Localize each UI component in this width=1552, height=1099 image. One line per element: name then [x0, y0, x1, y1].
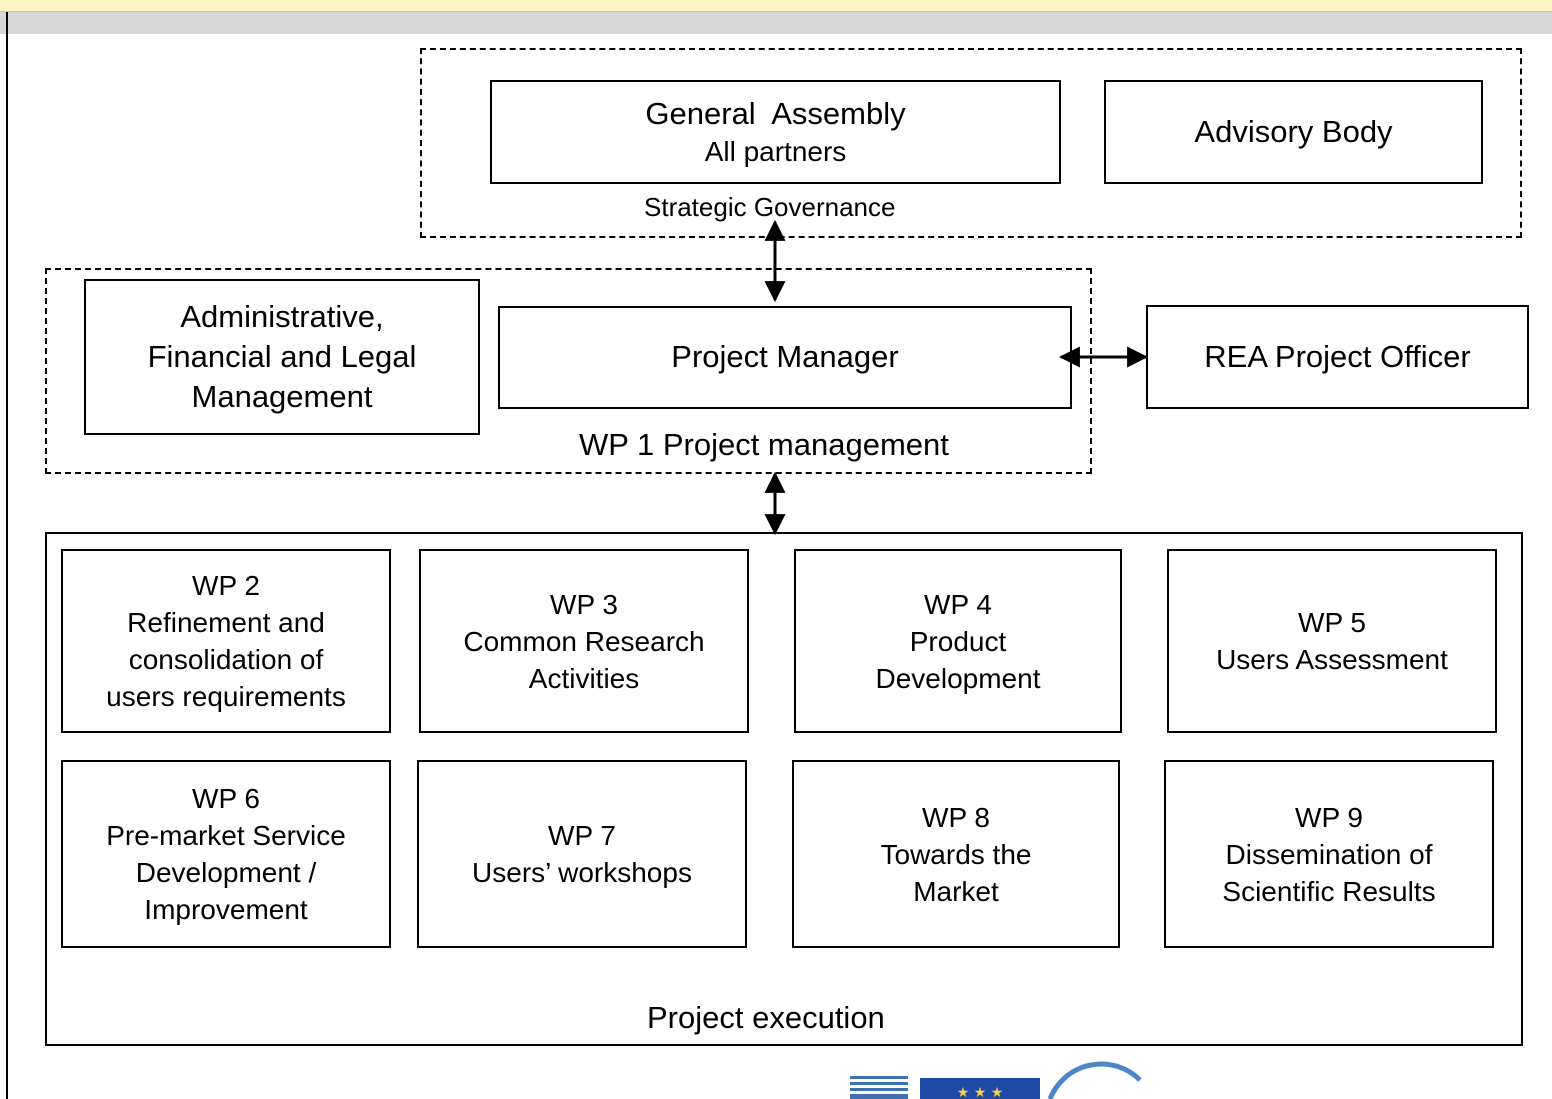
left-edge-rule [6, 12, 8, 1099]
wp2-box: WP 2 Refinement and consolidation of use… [61, 549, 391, 733]
project-management-group [45, 268, 1092, 474]
wp2-title: WP 2 [192, 570, 260, 601]
wp3-line-1: Common Research [463, 625, 705, 657]
wp6-line-1: Pre-market Service [106, 820, 346, 851]
wp3-line-2: Activities [528, 662, 640, 694]
admin-line-3: Management [191, 379, 373, 415]
rea-officer-box: REA Project Officer [1146, 305, 1529, 409]
project-manager-label: Project Manager [671, 339, 899, 375]
wp2-line-1: Refinement and [127, 607, 325, 638]
wp7-title: WP 7 [548, 820, 616, 851]
wp6-title: WP 6 [192, 783, 260, 814]
wp3-box: WP 3 Common Research Activities [419, 549, 749, 733]
wp9-box: WP 9 Dissemination of Scientific Results [1164, 760, 1494, 948]
wp7-box: WP 7 Users’ workshops [417, 760, 747, 948]
general-assembly-title: General Assembly [645, 95, 906, 131]
wp8-line-2: Market [913, 875, 999, 907]
admin-line-2: Financial and Legal [147, 338, 417, 374]
wp9-title: WP 9 [1295, 801, 1363, 833]
wp4-line-2: Development [875, 662, 1041, 694]
wp9-line-2: Scientific Results [1222, 875, 1436, 907]
admin-financial-legal-box: Administrative, Financial and Legal Mana… [84, 279, 480, 435]
strategic-governance-group [420, 48, 1522, 238]
all-partners-label: All partners [704, 135, 847, 167]
wp9-line-1: Dissemination of [1225, 838, 1433, 870]
wp4-title: WP 4 [924, 588, 992, 620]
admin-line-1: Administrative, [180, 298, 384, 334]
wp5-title: WP 5 [1298, 607, 1366, 638]
rea-officer-label: REA Project Officer [1204, 338, 1471, 374]
wp4-line-1: Product [909, 625, 1007, 657]
wp6-line-2: Development / [135, 857, 317, 888]
partner-logo-icon [850, 1076, 908, 1099]
top-gray-bar [0, 12, 1552, 34]
top-highlight-bar [0, 0, 1552, 12]
wp8-line-1: Towards the [880, 838, 1032, 870]
svg-text:★ ★ ★: ★ ★ ★ [957, 1085, 1004, 1099]
wp6-line-3: Improvement [144, 894, 308, 925]
wp2-line-3: users requirements [106, 681, 346, 712]
circle-logo-icon [1047, 1061, 1142, 1099]
project-execution-label: Project execution [647, 1000, 885, 1035]
wp8-title: WP 8 [922, 801, 990, 833]
wp6-box: WP 6 Pre-market Service Development / Im… [61, 760, 391, 948]
advisory-body-box: Advisory Body [1104, 80, 1483, 184]
project-manager-box: Project Manager [498, 306, 1072, 409]
wp7-line-1: Users’ workshops [472, 857, 692, 888]
wp1-label: WP 1 Project management [579, 427, 949, 462]
wp5-box: WP 5 Users Assessment [1167, 549, 1497, 733]
wp8-box: WP 8 Towards the Market [792, 760, 1120, 948]
eu-flag-icon: ★ ★ ★ [920, 1078, 1040, 1099]
advisory-body-label: Advisory Body [1194, 113, 1393, 149]
general-assembly-box: General Assembly All partners [490, 80, 1061, 184]
wp2-line-2: consolidation of [128, 644, 324, 675]
wp4-box: WP 4 Product Development [794, 549, 1122, 733]
wp5-line-1: Users Assessment [1216, 644, 1448, 675]
wp3-title: WP 3 [550, 588, 618, 620]
strategic-governance-label: Strategic Governance [644, 192, 896, 222]
